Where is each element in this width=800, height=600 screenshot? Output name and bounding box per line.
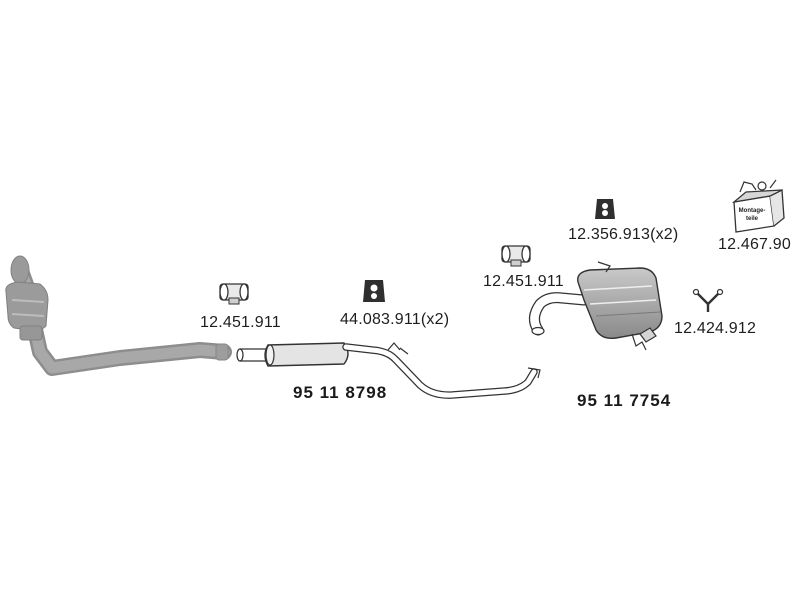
mounting-kit-box: Montage-teile [731, 179, 785, 233]
bracket-label: 12.424.912 [674, 320, 757, 337]
mounting-kit-box-text-line: Montage- [739, 208, 766, 214]
mounting-kit-box-text-line: teile [746, 216, 759, 222]
middle-silencer-pipe [236, 342, 541, 399]
pipe-clamp-right [501, 245, 531, 267]
rubber-hanger-right [595, 199, 615, 219]
rear-silencer [529, 261, 663, 351]
rubber-hanger-center [363, 280, 385, 302]
clamp-right-label: 12.451.911 [483, 273, 564, 290]
pipe-clamp-left [219, 283, 249, 305]
hanger-right-label: 12.356.913(x2) [568, 226, 679, 243]
hanger-center-label: 44.083.911(x2) [340, 311, 450, 328]
mounting-kit-label: 12.467.90 [718, 236, 791, 253]
rear-silencer-label: 95 11 7754 [577, 391, 672, 410]
mounting-bracket [692, 288, 724, 312]
mounting-kit-box-text: Montage-teile [739, 208, 766, 222]
front-pipe-catalytic-converter [5, 255, 232, 376]
middle-silencer-label: 95 11 8798 [293, 383, 388, 402]
clamp-left-label: 12.451.911 [200, 314, 281, 331]
